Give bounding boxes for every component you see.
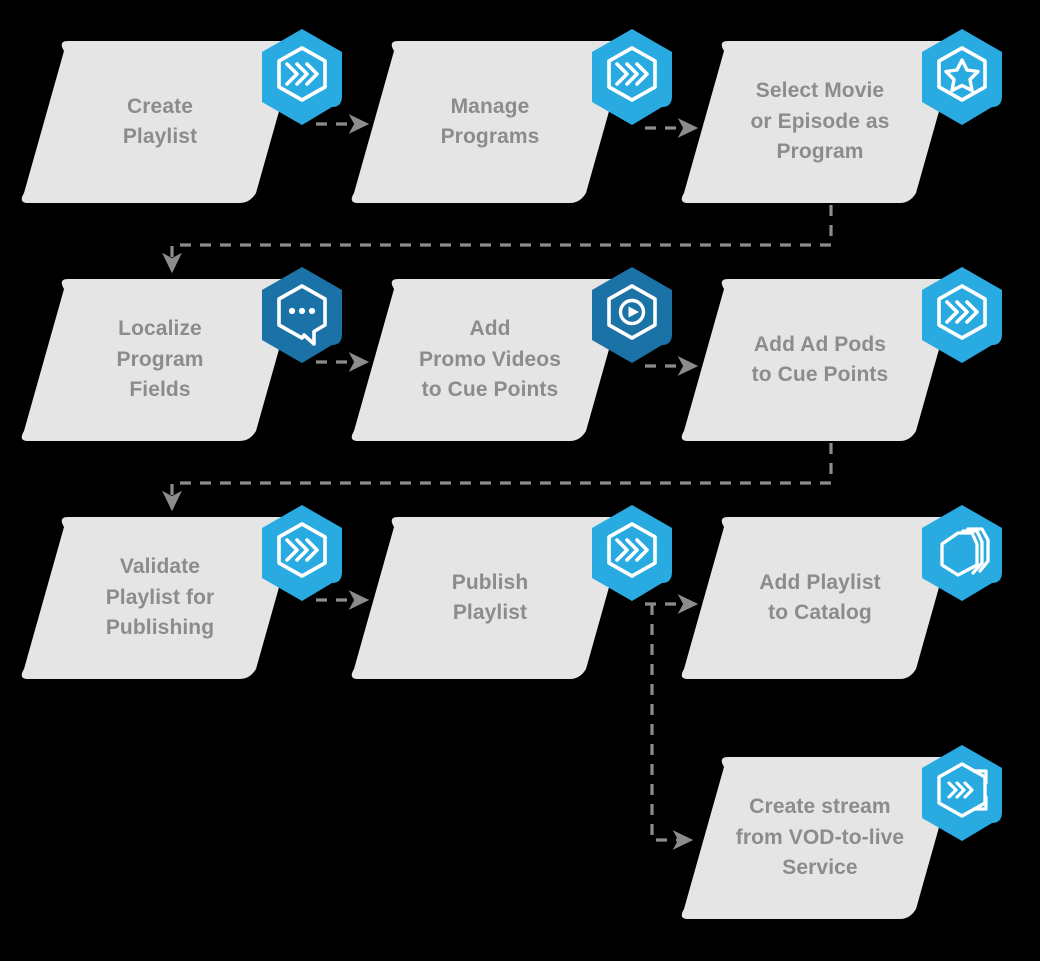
node-localize-program-fields[interactable]: Localize Program Fields [20,267,342,445]
node-publish-playlist[interactable]: Publish Playlist [350,505,672,683]
node-shape [681,279,959,441]
node-shape [351,41,629,203]
node-shape [681,517,959,679]
chevrons-hexagon-icon [916,265,1008,365]
node-label: Add Ad Pods to Cue Points [751,332,889,386]
node-label: Publish Playlist [451,570,529,624]
node-label: Validate Playlist for Publishing [105,555,215,640]
node-label: Add Playlist to Catalog [759,570,881,624]
stacked-layers-hexagon-icon [916,503,1008,603]
node-label: Localize Program Fields [116,317,204,402]
node-validate-playlist[interactable]: Validate Playlist for Publishing [20,505,342,683]
node-shape [21,279,299,441]
node-add-ad-pods[interactable]: Add Ad Pods to Cue Points [680,267,1002,445]
node-shape [21,41,299,203]
node-label: Add Promo Videos to Cue Points [418,317,562,402]
node-shape [351,517,629,679]
play-hexagon-icon [586,265,678,365]
chevrons-hexagon-icon [256,27,348,127]
connector-select-to-localize [162,205,833,274]
chevrons-hexagon-icon [586,503,678,603]
speech-bubble-hexagon-icon [256,265,348,365]
node-select-movie-or-episode[interactable]: Select Movie or Episode as Program [680,29,1002,207]
node-add-promo-videos[interactable]: Add Promo Videos to Cue Points [350,267,672,445]
stream-hexagon-icon [916,743,1008,843]
node-label: Create stream from VOD-to-live Service [735,795,905,880]
node-add-playlist-to-catalog[interactable]: Add Playlist to Catalog [680,505,1002,683]
node-label: Create Playlist [122,94,198,148]
node-manage-programs[interactable]: Manage Programs [350,29,672,207]
connector-adpods-to-validate [162,443,833,512]
chevrons-hexagon-icon [586,27,678,127]
node-shape [351,279,629,441]
node-create-stream-vod-to-live[interactable]: Create stream from VOD-to-live Service [680,745,1002,923]
node-label: Select Movie or Episode as Program [750,79,890,164]
node-label: Manage Programs [440,94,540,148]
node-create-playlist[interactable]: Create Playlist [20,29,342,207]
star-hexagon-icon [916,27,1008,127]
node-shape [21,517,299,679]
chevrons-hexagon-icon [256,503,348,603]
node-shape [681,757,959,919]
node-shape [681,41,959,203]
